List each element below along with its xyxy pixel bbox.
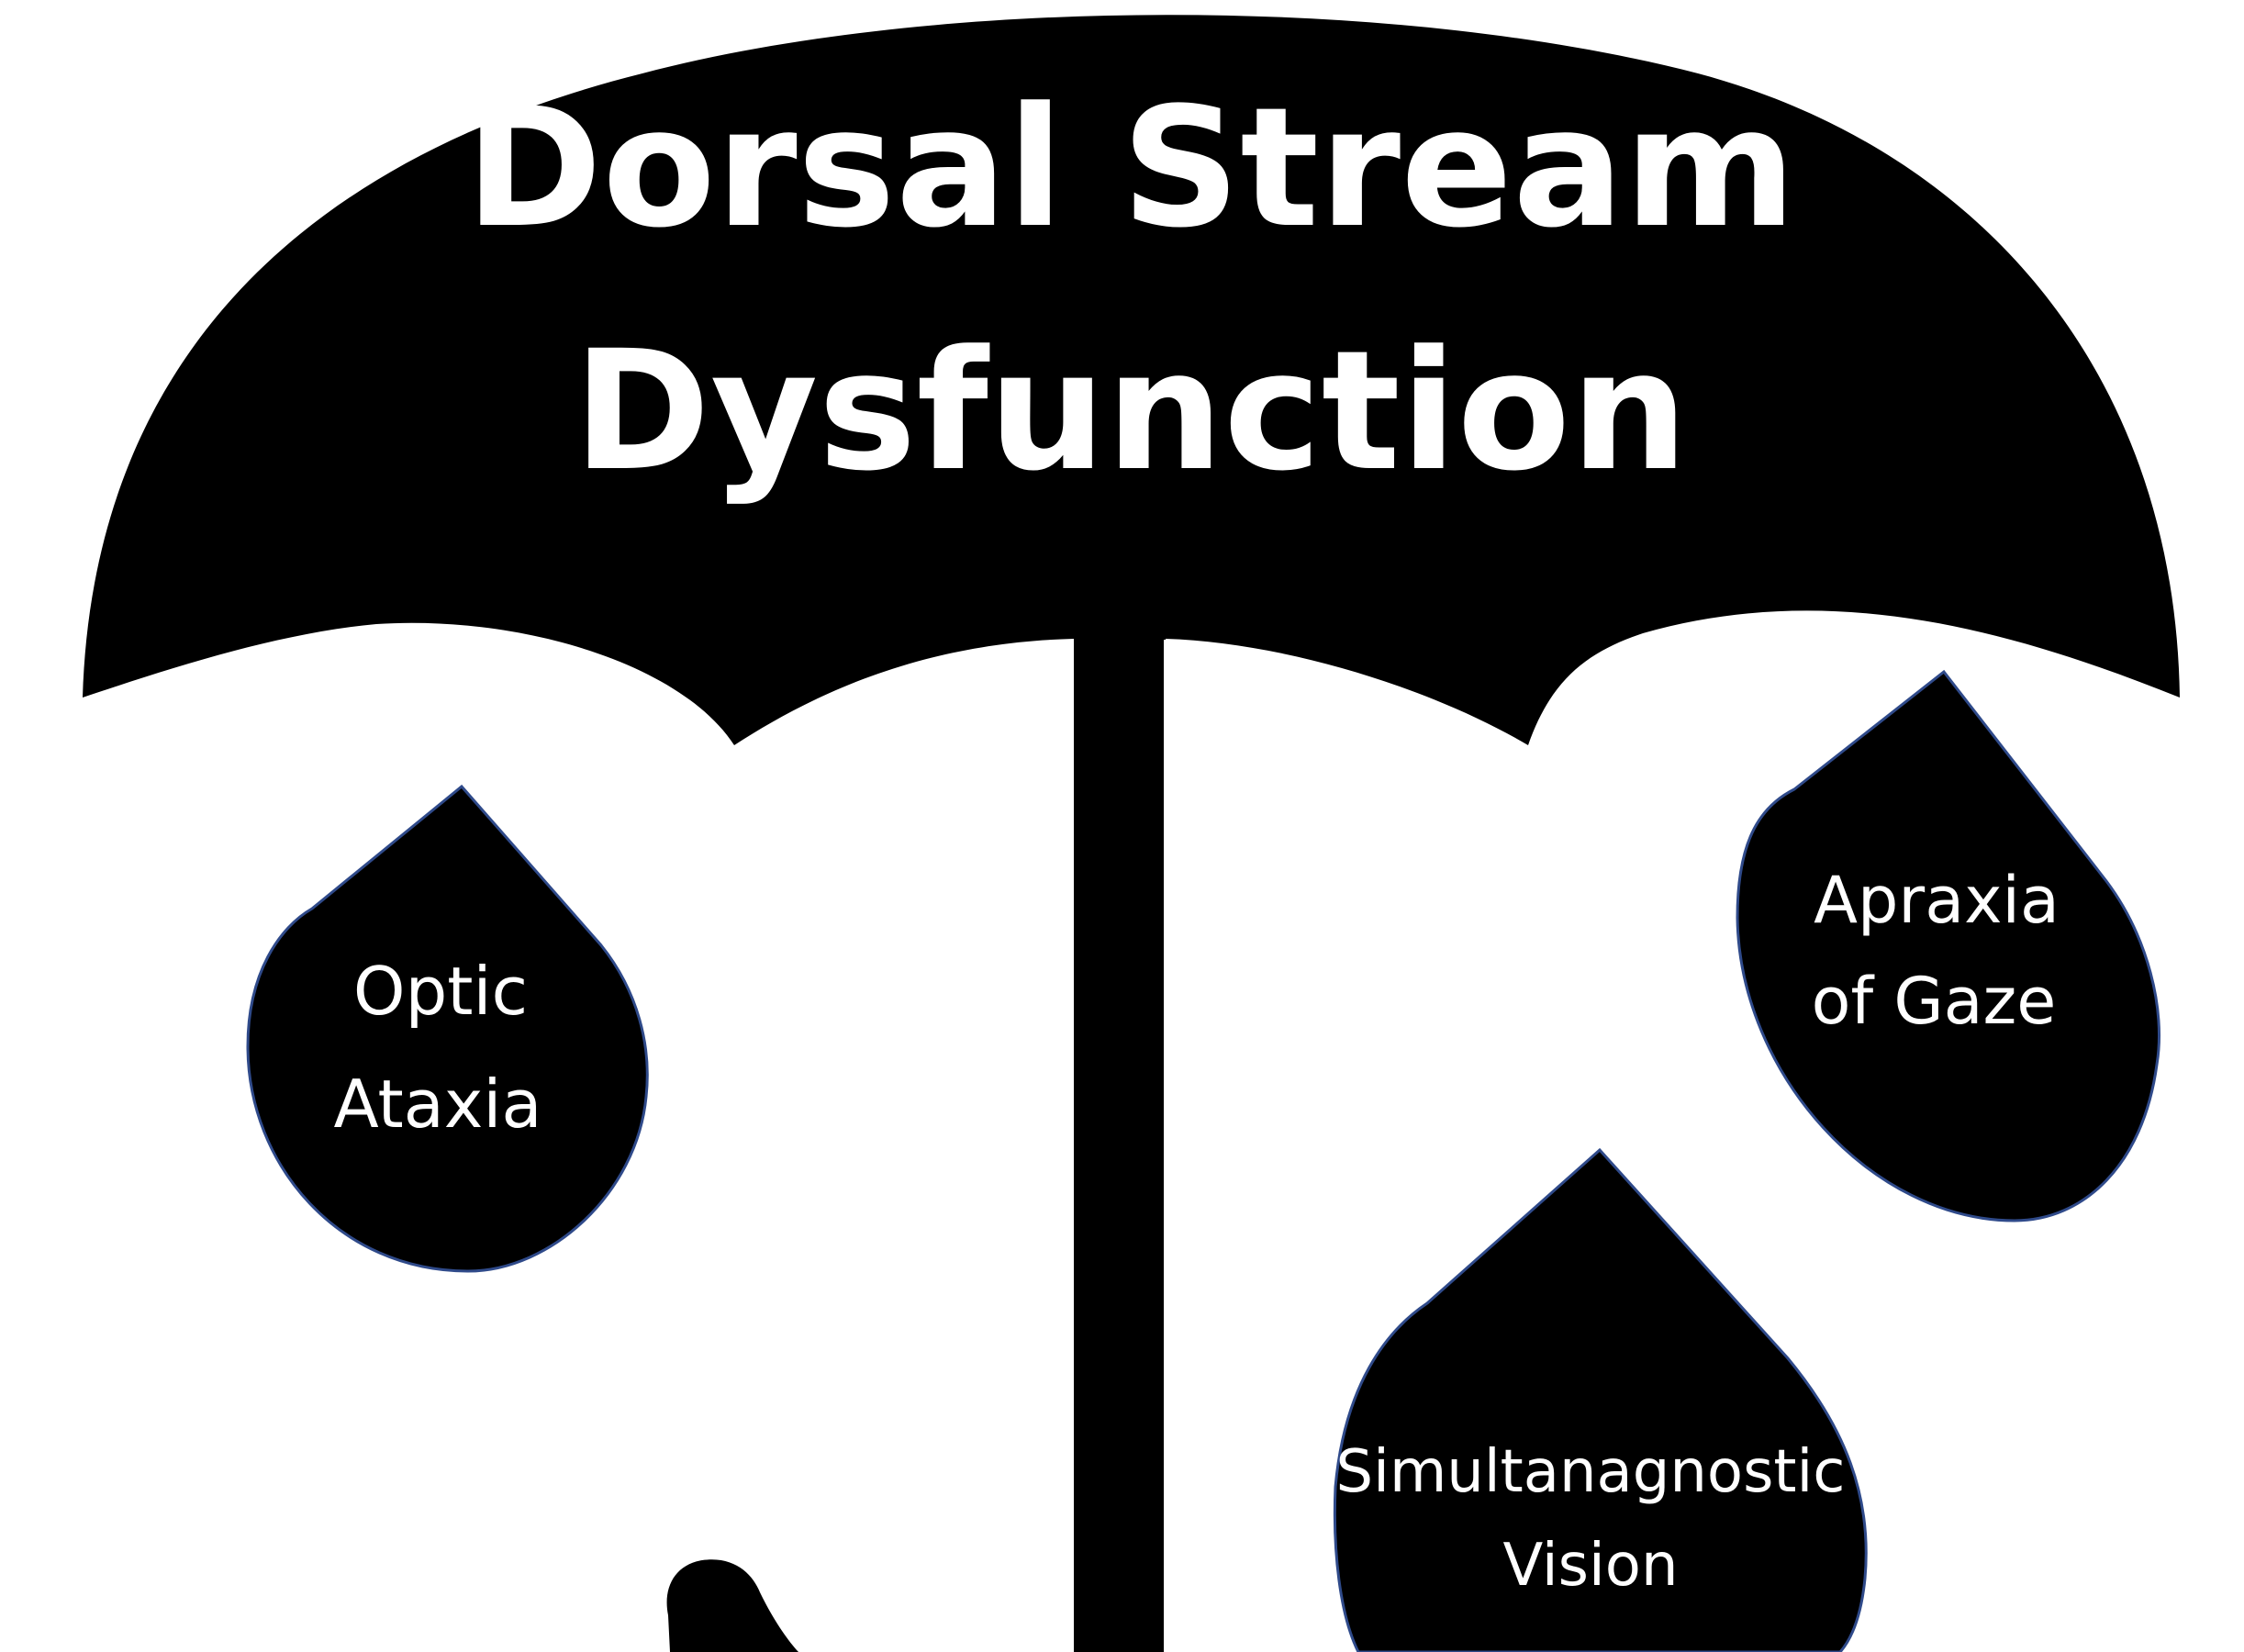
drop-optic-ataxia: Optic Ataxia [246,784,649,1273]
drop-apraxia-line1: Apraxia [1814,863,2060,938]
diagram-title-line2: Dysfunction [574,316,1689,508]
drop-simultanagnostic-line1: Simultanagnostic [1336,1438,1846,1506]
drop-simultanagnostic-vision: Simultanagnostic Vision [1333,1147,1868,1652]
raindrop-icon [1736,669,2160,1222]
drop-simultanagnostic-line2: Vision [1503,1532,1679,1600]
umbrella-canopy-icon [83,15,2180,745]
drop-apraxia-of-gaze: Apraxia of Gaze [1736,669,2160,1222]
umbrella-shaft-icon [1074,633,1164,1652]
drop-optic-ataxia-line2: Ataxia [333,1066,541,1143]
diagram-title-line1: Dorsal Stream [465,73,1796,264]
drop-optic-ataxia-line1: Optic [353,953,528,1030]
drop-apraxia-line2: of Gaze [1812,964,2057,1039]
umbrella-handle-icon [666,1559,798,1652]
raindrop-icon [246,784,649,1273]
